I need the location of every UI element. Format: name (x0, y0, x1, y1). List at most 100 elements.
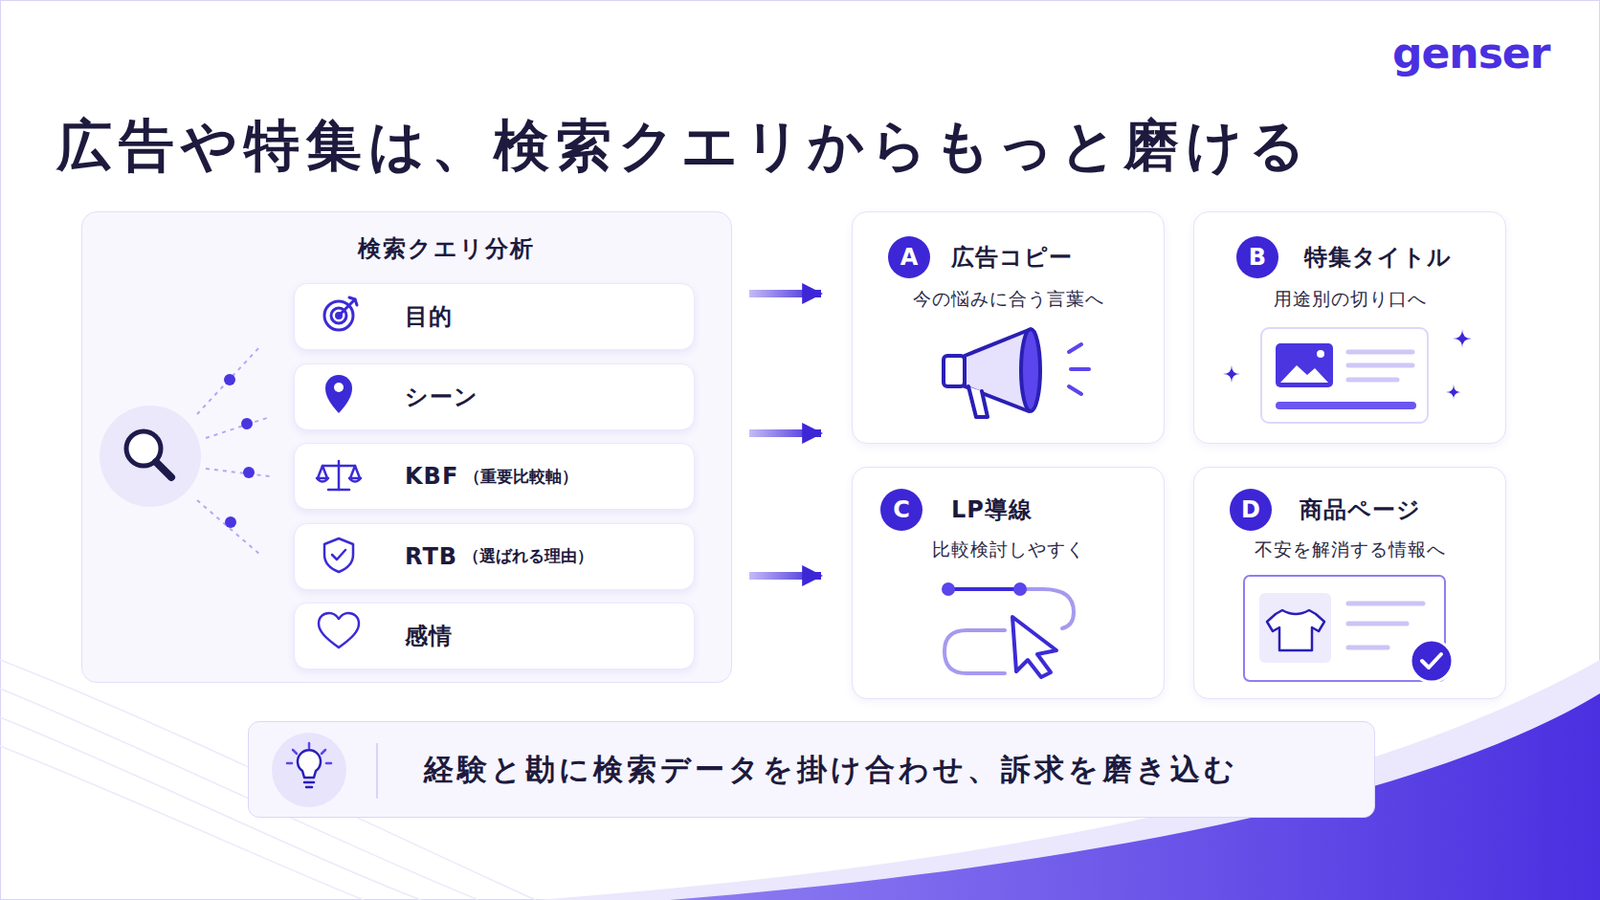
search-hub (126, 431, 161, 467)
analysis-item: 目的 (293, 283, 695, 351)
feature-card-illustration (1348, 363, 1413, 369)
scales-icon (316, 461, 361, 490)
route-illustration (948, 587, 1021, 592)
shield-icon (332, 550, 346, 560)
output-card: 特集タイトル用途別の切り口へB (1193, 211, 1507, 445)
feature-card-illustration (1275, 343, 1334, 388)
card-text: LP導線 (951, 492, 1033, 528)
lightbulb-icon (306, 786, 312, 790)
badge-letter: D (1241, 498, 1261, 522)
slide-title: 広告や特集は、検索クエリからもっと磨ける (56, 111, 1312, 179)
item-label: （選ばれる理由） (463, 545, 594, 568)
lightbulb-icon (326, 762, 332, 766)
product-page-illustration (1410, 640, 1453, 683)
item-label: シーン (404, 381, 479, 413)
megaphone-illustration (1021, 329, 1041, 412)
scales-icon (350, 466, 360, 479)
item-label: 感情 (404, 621, 453, 652)
analysis-item: RTB（選ばれる理由） (293, 523, 695, 591)
lightbulb-icon (308, 743, 312, 749)
feature-card-illustration (1222, 328, 1472, 423)
feature-card-illustration (1280, 365, 1329, 383)
feature-card-illustration (1316, 350, 1325, 358)
route-illustration (1012, 617, 1057, 678)
product-page-illustration (1348, 622, 1407, 627)
shield-icon (324, 538, 354, 573)
analysis-item: KBF（重要比較軸） (293, 443, 695, 511)
search-hub (197, 346, 270, 556)
target-icon (324, 297, 357, 331)
target-icon (331, 308, 347, 324)
lightbulb-icon (287, 743, 332, 764)
scales-icon (316, 478, 329, 483)
flow-arrow (749, 429, 822, 438)
flow-arrow (749, 289, 822, 298)
lightbulb-icon (271, 733, 347, 808)
megaphone-illustration (943, 355, 965, 387)
card-text: 特集タイトル (1304, 240, 1452, 275)
search-hub (197, 500, 261, 556)
shield-icon (324, 538, 354, 573)
megaphone-illustration (968, 386, 988, 418)
scales-icon (349, 478, 361, 483)
target-icon (336, 313, 342, 319)
lightbulb-icon (287, 762, 292, 766)
megaphone-illustration (1068, 344, 1082, 353)
brand-logo: genser (1392, 26, 1550, 81)
search-hub (99, 405, 201, 508)
feature-card-illustration (1452, 329, 1472, 349)
lightbulb-icon (321, 750, 326, 755)
product-page-illustration (1244, 576, 1445, 682)
scales-icon (328, 488, 350, 492)
badge-letter: B (1248, 245, 1267, 269)
letter-badge: B (1236, 236, 1279, 279)
output-card: LP導線比較検討しやすくC (851, 466, 1165, 700)
route-illustration (1020, 589, 1074, 629)
product-page-illustration (1348, 645, 1388, 651)
feature-card-illustration (1279, 401, 1413, 410)
route-illustration (1013, 582, 1027, 597)
badge-letter: C (892, 498, 911, 522)
lightbulb-icon (271, 733, 347, 808)
flow-arrow (749, 572, 822, 580)
scales-icon (317, 466, 328, 479)
product-page-illustration (1244, 576, 1453, 683)
lightbulb-icon (297, 750, 321, 778)
letter-badge: D (1229, 488, 1272, 532)
card-text: 商品ページ (1299, 492, 1422, 528)
summary-box: 経験と勘に検索データを掛け合わせ、訴求を磨き込む (247, 721, 1376, 819)
search-hub (243, 466, 255, 479)
feature-card-illustration (1261, 328, 1428, 423)
feature-card-illustration (1222, 365, 1241, 383)
lightbulb-icon (292, 750, 297, 755)
megaphone-illustration (943, 329, 1089, 418)
card-text: 不安を解消する情報へ (1194, 535, 1506, 563)
lightbulb-icon (304, 782, 314, 788)
search-hub (197, 346, 261, 415)
search-hub (99, 346, 270, 556)
location-pin-icon (325, 375, 353, 414)
analysis-item: 感情 (293, 602, 695, 670)
output-card: 広告コピー今の悩みに合う言葉へA (851, 211, 1165, 445)
search-hub (224, 516, 237, 529)
location-pin-icon (333, 382, 344, 393)
route-illustration (944, 630, 1005, 674)
scales-icon (322, 465, 356, 468)
megaphone-illustration (1068, 386, 1082, 395)
feature-card-illustration (1348, 377, 1398, 383)
scales-icon (337, 461, 341, 490)
product-page-illustration (1259, 593, 1332, 664)
product-page-illustration (1348, 601, 1423, 607)
search-hub (205, 468, 270, 477)
analysis-panel: 検索クエリ分析目的シーン KBF（重要比較軸） RTB（選ばれる理由） 感情 (81, 211, 733, 684)
panel-heading: 検索クエリ分析 (357, 231, 535, 267)
card-text: 広告コピー (951, 240, 1073, 275)
heart-icon (318, 613, 359, 648)
output-card: 商品ページ不安を解消する情報へ D (1193, 466, 1507, 700)
route-illustration (941, 582, 1074, 678)
product-page-illustration (1266, 610, 1325, 651)
analysis-item: シーン (293, 363, 695, 431)
feature-card-illustration (1348, 350, 1413, 356)
